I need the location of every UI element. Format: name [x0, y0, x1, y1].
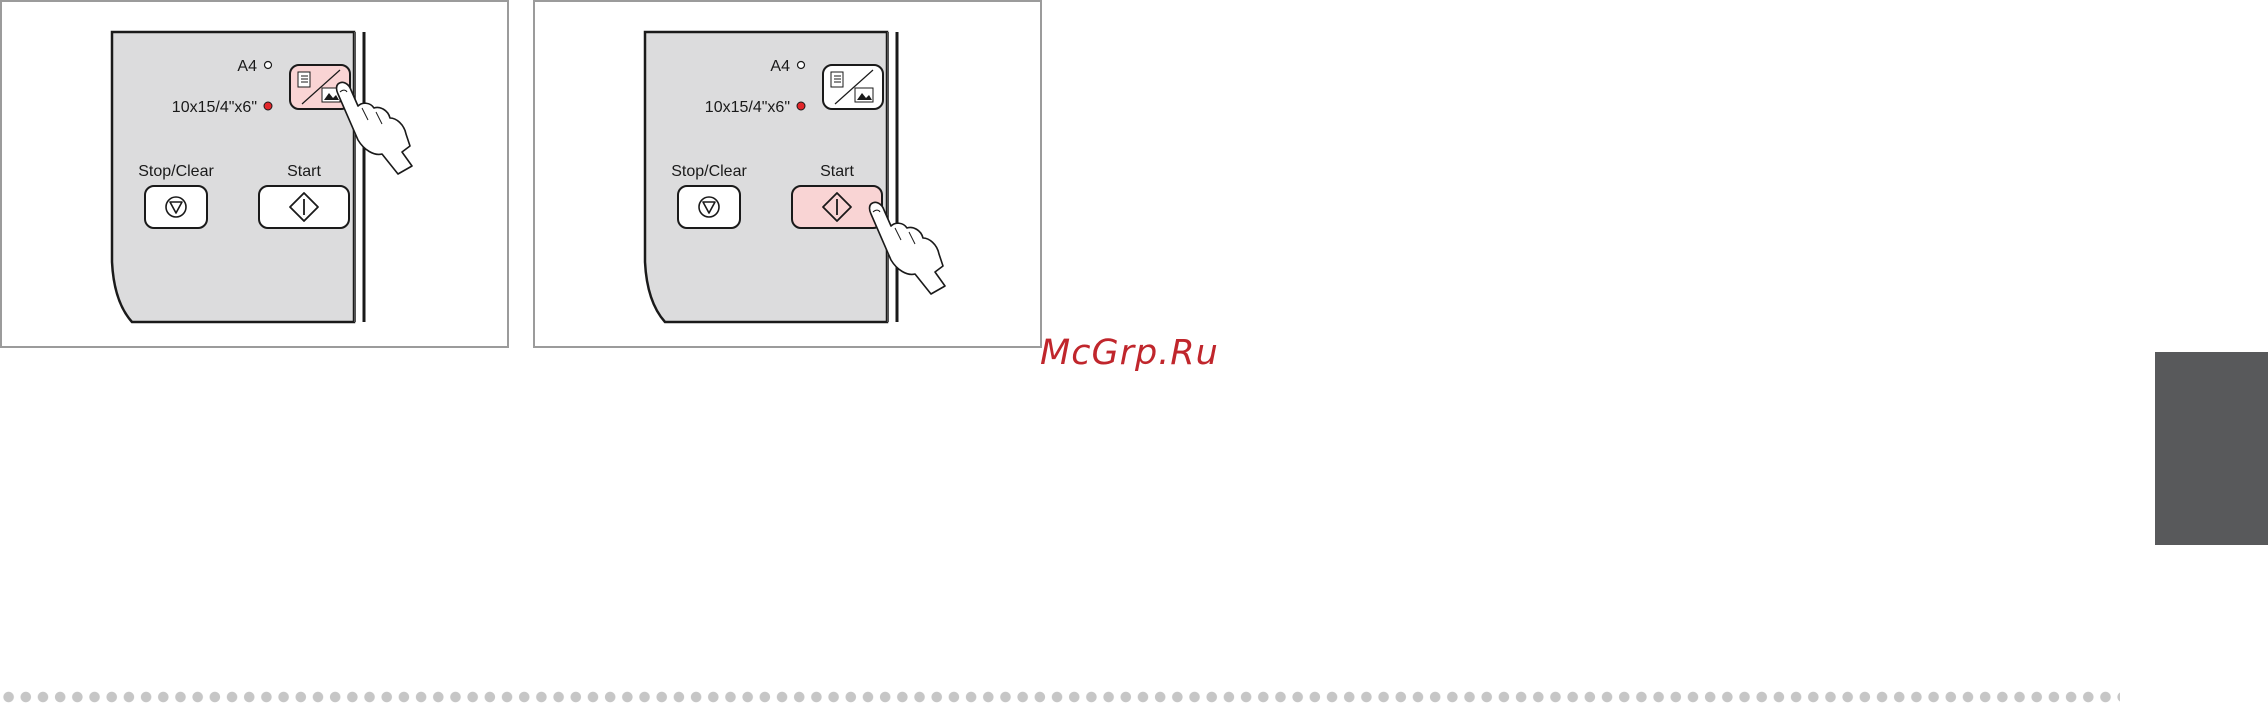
- stop-clear-label: Stop/Clear: [671, 163, 747, 180]
- a4-led: [798, 62, 805, 69]
- chapter-side-tab: [2155, 352, 2268, 545]
- paper-size-button[interactable]: [823, 65, 883, 109]
- illustration-panel-1: A4 10x15/4"x6": [0, 0, 509, 348]
- stop-clear-button[interactable]: [678, 186, 740, 228]
- photo-size-label: 10x15/4"x6": [705, 99, 790, 116]
- document-icon: [298, 72, 310, 87]
- photo-size-led: [797, 102, 805, 110]
- stop-clear-label: Stop/Clear: [138, 163, 214, 180]
- photo-size-led: [264, 102, 272, 110]
- start-label: Start: [820, 163, 854, 180]
- start-button[interactable]: [792, 186, 882, 228]
- photo-icon: [855, 88, 873, 102]
- document-icon: [831, 72, 843, 87]
- watermark-text: McGrp.Ru: [1040, 333, 1219, 373]
- a4-led: [265, 62, 272, 69]
- photo-size-label: 10x15/4"x6": [172, 99, 257, 116]
- start-button[interactable]: [259, 186, 349, 228]
- dotted-footer-rule: [0, 690, 2120, 704]
- start-label: Start: [287, 163, 321, 180]
- stop-clear-button[interactable]: [145, 186, 207, 228]
- a4-label: A4: [237, 58, 257, 75]
- control-panel-illustration-1: A4 10x15/4"x6": [2, 2, 509, 348]
- control-panel-illustration-2: A4 10x15/4"x6" Stop/Clear: [535, 2, 1042, 348]
- a4-label: A4: [770, 58, 790, 75]
- illustration-panel-2: A4 10x15/4"x6" Stop/Clear: [533, 0, 1042, 348]
